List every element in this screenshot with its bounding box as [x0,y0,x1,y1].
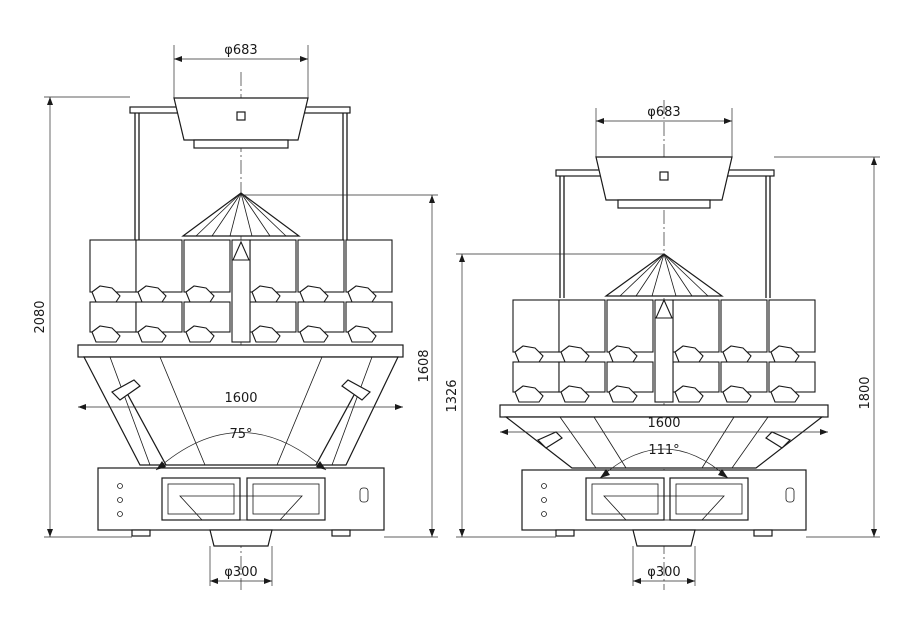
right-machine [499,100,829,590]
right-discharge-angle-label: 111° [648,443,679,458]
right-bucket-ring [512,298,816,403]
right-discharge-chute [504,416,824,469]
left-main-plate [77,344,404,358]
left-base [97,467,385,531]
left-body-height-label: 1608 [417,349,432,382]
left-frame-width-label: 1600 [224,391,257,406]
left-bucket-ring [89,239,393,343]
left-hopper-diameter-label: φ683 [224,43,257,58]
right-outlet-diameter-label: φ300 [647,565,680,580]
right-dimensions: φ683 1326 1800 1600 111° φ300 [445,105,880,586]
left-overall-height-label: 2080 [33,300,48,333]
left-dimensions: φ683 2080 1608 1600 75° φ300 [33,43,438,586]
right-top-cone [604,253,724,297]
right-hopper-diameter-label: φ683 [647,105,680,120]
right-overall-height-label: 1800 [858,376,873,409]
left-discharge-chute [83,356,399,466]
left-outlet-diameter-label: φ300 [224,565,257,580]
left-top-cone [181,192,301,237]
left-machine [77,72,404,590]
right-frame-width-label: 1600 [647,416,680,431]
right-body-height-label: 1326 [445,379,460,412]
left-discharge-angle-label: 75° [229,427,252,442]
